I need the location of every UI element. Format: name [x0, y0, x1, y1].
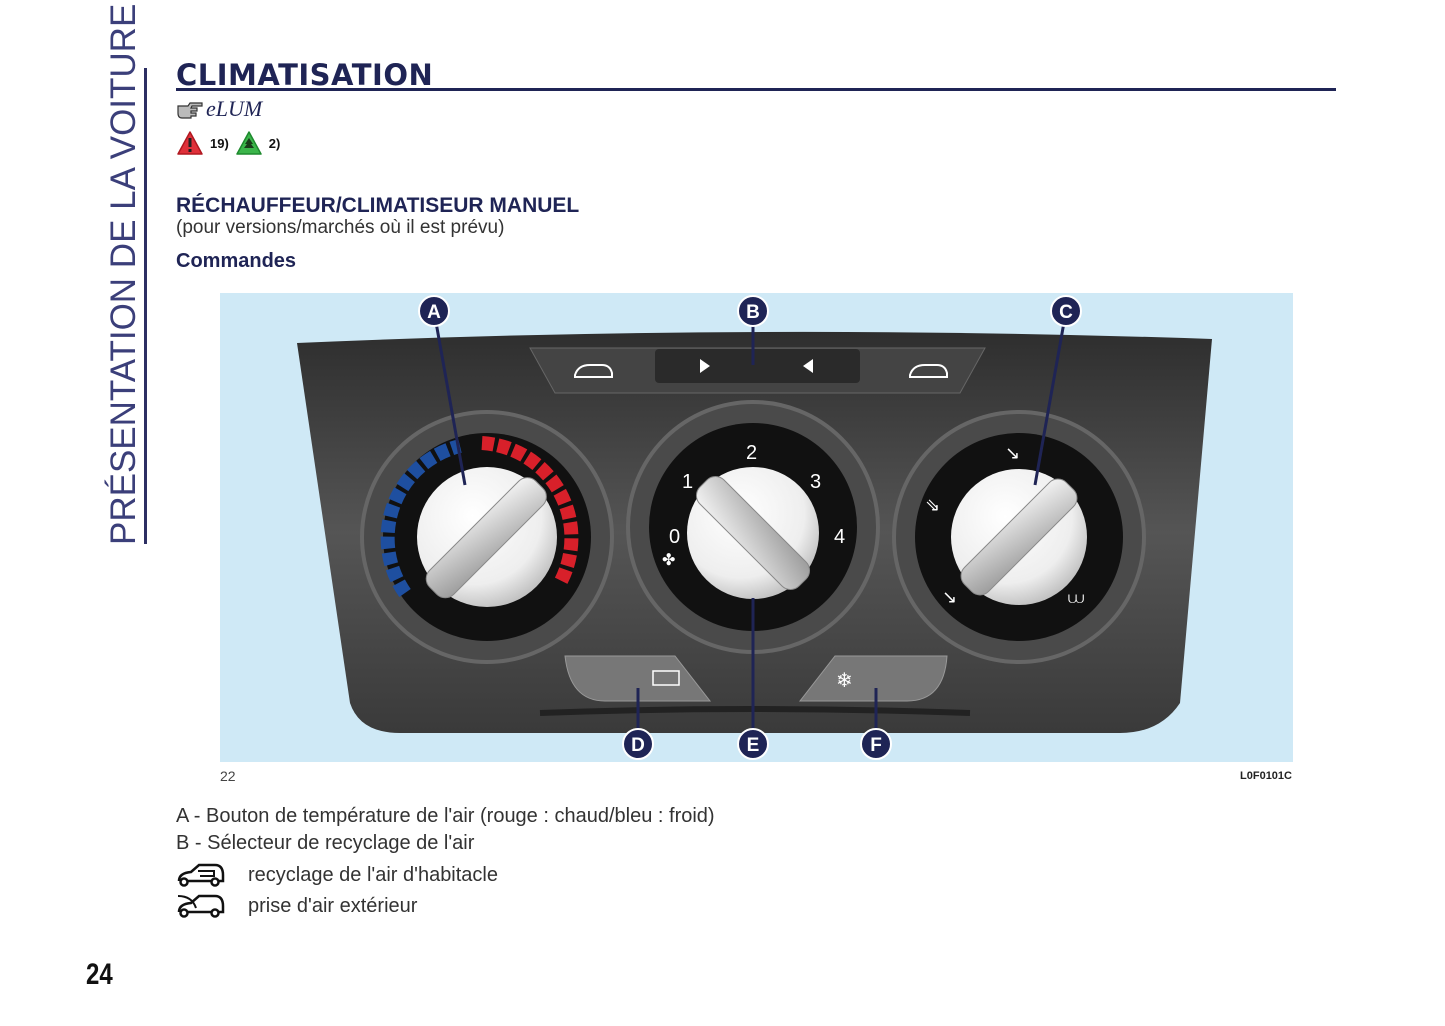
svg-text:E: E — [747, 735, 760, 756]
environment-ref: 2) — [268, 135, 281, 151]
page-title: CLIMATISATION — [176, 58, 434, 92]
legend-text: prise d'air extérieur — [248, 894, 418, 917]
legend-text: recyclage de l'air d'habitacle — [248, 863, 498, 886]
recirculation-selector[interactable] — [655, 349, 860, 383]
svg-text:B: B — [746, 302, 760, 323]
climate-control-figure: 0 1 2 3 4 ✤ ↘ ⇘ ↘ ⩊ ❄ A B C D E F — [220, 293, 1293, 762]
fan-speed-2: 2 — [746, 442, 757, 464]
section-note: (pour versions/marchés où il est prévu) — [176, 217, 505, 238]
section-title: RÉCHAUFFEUR/CLIMATISEUR MANUEL — [176, 194, 580, 217]
callout-e: E — [737, 728, 769, 760]
pointing-hand-icon — [177, 102, 203, 119]
left-arrow-icon — [700, 359, 710, 373]
page-number: 24 — [86, 958, 113, 991]
airflow-feet-icon: ↘ — [942, 587, 957, 607]
environment-warning-icon — [236, 131, 262, 155]
defrost-icon: ⩊ — [1068, 590, 1084, 607]
right-arrow-icon — [803, 359, 813, 373]
elum-label: eLUM — [206, 96, 263, 121]
callout-c: C — [1050, 295, 1082, 327]
callout-b: B — [737, 295, 769, 327]
elum-reference: eLUM — [176, 96, 262, 122]
description-a: A - Bouton de température de l'air (roug… — [176, 805, 715, 827]
legend-item: prise d'air extérieur — [176, 892, 417, 920]
title-underline — [176, 88, 1336, 91]
fan-speed-3: 3 — [810, 471, 821, 493]
svg-text:A: A — [427, 302, 441, 323]
side-section-title: PRÉSENTATION DE LA VOITURE — [104, 3, 143, 545]
snowflake-icon: ❄ — [836, 670, 853, 692]
warning-references: 19) 2) — [176, 130, 280, 156]
svg-text:F: F — [870, 735, 882, 756]
danger-ref: 19) — [210, 135, 229, 151]
airflow-face-icon: ↘ — [1005, 443, 1020, 463]
legend-item: recyclage de l'air d'habitacle — [176, 861, 498, 889]
figure-number: 22 — [220, 768, 236, 784]
danger-warning-icon — [177, 131, 203, 155]
air-distribution-knob[interactable]: ↘ ⇘ ↘ ⩊ — [892, 410, 1146, 664]
fan-speed-1: 1 — [682, 471, 693, 493]
callout-d: D — [622, 728, 654, 760]
figure-reference: L0F0101C — [1240, 770, 1292, 782]
callout-f: F — [860, 728, 892, 760]
svg-text:D: D — [631, 735, 645, 756]
car-recirculation-icon — [177, 863, 225, 887]
airflow-face-feet-icon: ⇘ — [925, 495, 940, 515]
ac-button[interactable] — [798, 655, 948, 702]
rear-defrost-icon — [652, 670, 680, 686]
subsection-title: Commandes — [176, 250, 297, 272]
rear-defrost-button[interactable] — [564, 655, 712, 702]
svg-text:C: C — [1059, 302, 1073, 323]
callout-a: A — [418, 295, 450, 327]
fan-icon: ✤ — [662, 552, 675, 569]
recirculation-icon — [909, 364, 948, 378]
outside-air-icon — [574, 364, 613, 378]
fan-speed-4: 4 — [834, 526, 845, 548]
description-b: B - Sélecteur de recyclage de l'air — [176, 832, 475, 854]
temperature-knob[interactable] — [360, 410, 614, 664]
car-outside-air-icon — [177, 894, 225, 918]
vertical-divider — [144, 68, 147, 544]
fan-speed-0: 0 — [669, 526, 680, 548]
